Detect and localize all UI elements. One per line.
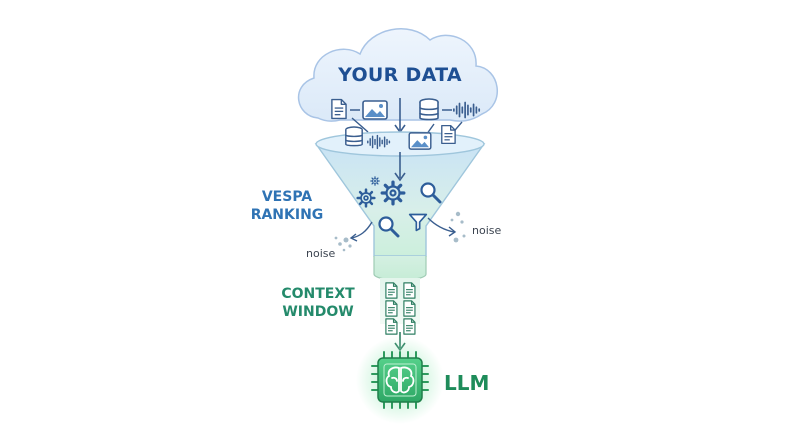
data-cloud [297, 28, 498, 122]
noise-label-right: noise [472, 224, 502, 237]
noise-arrow-right [427, 217, 457, 237]
funnel-document-icon [441, 124, 456, 145]
context-document-icon [403, 318, 416, 335]
noise-label-left: noise [306, 247, 336, 260]
noise-particles-right [450, 211, 466, 243]
brain-icon [385, 366, 415, 394]
vespa-ranking-label: VESPA RANKING [232, 188, 342, 224]
noise-particles-left [334, 236, 352, 252]
context-window-label: CONTEXT WINDOW [262, 285, 374, 321]
cloud-document-icon [331, 98, 347, 120]
vespa-ranking-line-2: RANKING [250, 207, 324, 223]
noise-arrow-left [349, 221, 373, 242]
funnel-database-icon [345, 126, 363, 147]
context-document-icon [403, 300, 416, 317]
funnel-image-icon [408, 132, 432, 150]
context-document-icon [385, 282, 398, 299]
your-data-title: YOUR DATA [338, 64, 462, 86]
llm-chip [356, 336, 444, 424]
cloud-database-icon [419, 98, 439, 121]
flow-arrow [394, 152, 406, 182]
context-window-line-1: CONTEXT [281, 286, 355, 302]
vespa-ranking-line-1: VESPA [261, 189, 313, 205]
context-document-icon [385, 318, 398, 335]
llm-label: LLM [444, 371, 490, 395]
cloud-image-icon [362, 100, 388, 120]
context-document-icon [385, 300, 398, 317]
context-document-icon [403, 282, 416, 299]
context-window-line-2: WINDOW [282, 304, 354, 320]
